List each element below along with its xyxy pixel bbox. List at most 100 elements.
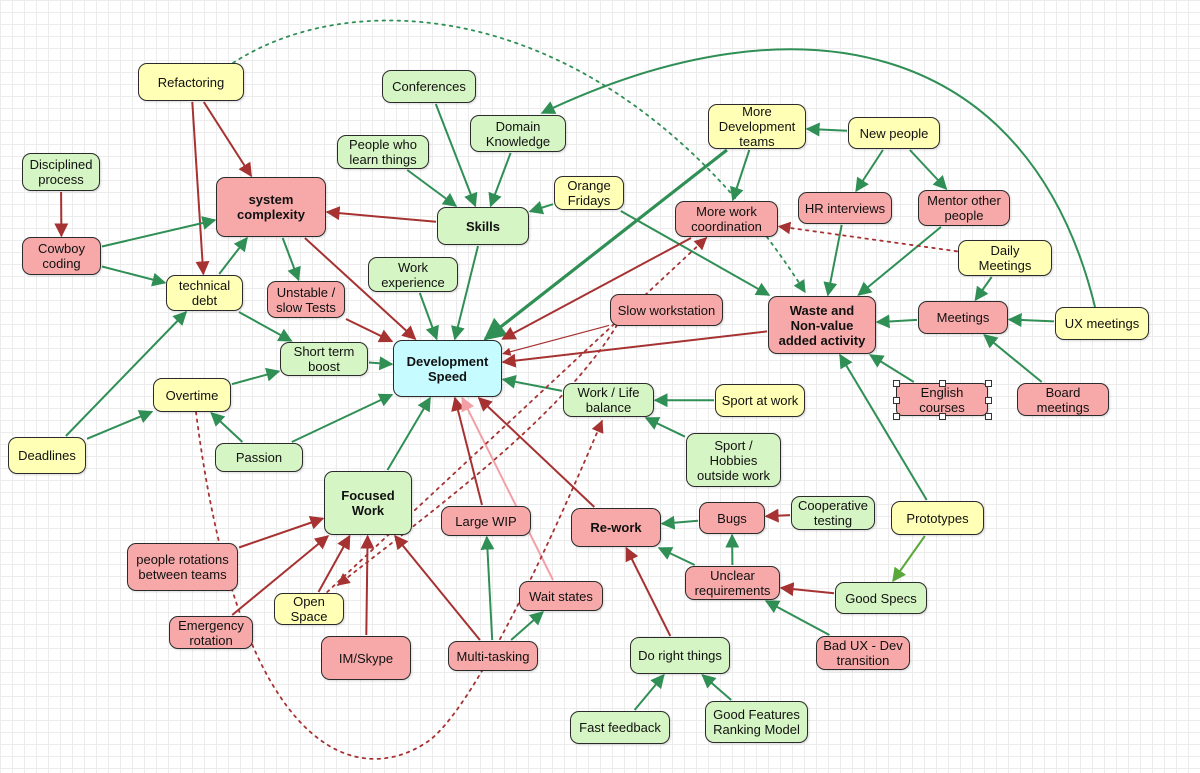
node-short-term[interactable]: Short term boost — [280, 342, 368, 376]
node-system-complexity[interactable]: system complexity — [216, 177, 326, 237]
node-sport-hobbies[interactable]: Sport / Hobbies outside work — [686, 433, 781, 487]
edge-im-skype-to-focused-work[interactable] — [360, 534, 375, 636]
edge-skills-to-dev-speed[interactable] — [451, 245, 479, 341]
edge-prototypes-to-waste[interactable] — [839, 353, 928, 501]
node-deadlines[interactable]: Deadlines — [8, 437, 86, 474]
node-english[interactable]: English courses — [896, 383, 988, 416]
edge-waste-to-dev-speed[interactable] — [501, 330, 768, 368]
node-good-specs[interactable]: Good Specs — [835, 582, 927, 614]
edge-meetings-to-waste[interactable] — [875, 314, 918, 329]
edge-unstable-tests-to-dev-speed[interactable] — [345, 318, 394, 343]
node-emergency[interactable]: Emergency rotation — [169, 616, 253, 649]
resize-handle[interactable] — [893, 413, 900, 420]
edge-wait-states-to-dev-speed[interactable] — [461, 396, 554, 581]
node-meetings[interactable]: Meetings — [918, 301, 1008, 334]
node-people-rotations[interactable]: people rotations between teams — [127, 543, 238, 591]
edge-more-teams-to-more-work-coord[interactable] — [730, 149, 751, 202]
edge-slow-workstation-to-emergency[interactable] — [337, 324, 618, 586]
node-unclear-req[interactable]: Unclear requirements — [685, 566, 780, 600]
edge-new-people-to-hr-interviews[interactable] — [855, 149, 884, 193]
edge-refactoring-to-technical-debt[interactable] — [191, 101, 210, 276]
node-technical-debt[interactable]: technical debt — [166, 275, 243, 311]
edge-multitasking-to-focused-work[interactable] — [394, 534, 481, 641]
node-good-features[interactable]: Good Features Ranking Model — [705, 701, 808, 743]
edge-multitasking-to-large-wip[interactable] — [480, 535, 495, 641]
edge-overtime-to-work-life[interactable] — [195, 411, 604, 760]
node-domain[interactable]: Domain Knowledge — [470, 115, 566, 152]
edge-new-people-to-more-teams[interactable] — [805, 122, 848, 137]
node-multitasking[interactable]: Multi-tasking — [448, 641, 538, 671]
node-prototypes[interactable]: Prototypes — [891, 501, 984, 535]
edge-open-space-to-focused-work[interactable] — [317, 534, 351, 593]
edge-overtime-to-short-term[interactable] — [231, 367, 281, 386]
edge-coop-testing-to-bugs[interactable] — [764, 508, 791, 523]
edge-sport-hobbies-to-work-life[interactable] — [644, 417, 686, 438]
edge-more-teams-to-dev-speed[interactable] — [483, 148, 728, 341]
resize-handle[interactable] — [893, 380, 900, 387]
node-open-space[interactable]: Open Space — [274, 593, 344, 625]
edge-orange-fridays-to-skills[interactable] — [528, 200, 554, 215]
edge-emergency-to-focused-work[interactable] — [231, 535, 330, 616]
resize-handle[interactable] — [939, 413, 946, 420]
edge-cowboy-to-system-complexity[interactable] — [101, 216, 217, 248]
node-orange-fridays[interactable]: Orange Fridays — [554, 176, 624, 210]
edge-new-people-to-mentor[interactable] — [909, 149, 948, 191]
edge-good-specs-to-unclear-req[interactable] — [779, 582, 835, 597]
node-passion[interactable]: Passion — [215, 443, 303, 472]
node-focused-work[interactable]: Focused Work — [324, 471, 412, 535]
edge-domain-to-skills[interactable] — [488, 152, 512, 208]
edge-multitasking-to-wait-states[interactable] — [510, 611, 544, 641]
resize-handle[interactable] — [985, 396, 992, 404]
node-slow-workstation[interactable]: Slow workstation — [610, 294, 723, 326]
node-sport-work[interactable]: Sport at work — [715, 384, 805, 417]
resize-handle[interactable] — [985, 413, 992, 420]
node-waste[interactable]: Waste and Non-value added activity — [768, 296, 876, 354]
resize-handle[interactable] — [893, 396, 900, 404]
edge-short-term-to-dev-speed[interactable] — [368, 356, 394, 371]
edge-people-learn-to-skills[interactable] — [406, 169, 458, 207]
node-more-work-coord[interactable]: More work coordination — [675, 201, 778, 237]
node-large-wip[interactable]: Large WIP — [441, 506, 531, 536]
edge-deadlines-to-technical-debt[interactable] — [65, 310, 188, 437]
node-more-teams[interactable]: More Development teams — [708, 104, 806, 149]
node-cowboy[interactable]: Cowboy coding — [22, 237, 101, 275]
node-wait-states[interactable]: Wait states — [519, 581, 603, 611]
edge-daily-meetings-to-more-work-coord[interactable] — [777, 221, 958, 253]
node-skills[interactable]: Skills — [437, 207, 529, 245]
edge-mentor-to-waste[interactable] — [857, 226, 942, 296]
node-coop-testing[interactable]: Cooperative testing — [791, 496, 875, 530]
node-hr-interviews[interactable]: HR interviews — [798, 192, 892, 224]
node-im-skype[interactable]: IM/Skype — [321, 636, 411, 680]
node-board-meetings[interactable]: Board meetings — [1017, 383, 1109, 416]
edge-slow-workstation-to-dev-speed[interactable] — [502, 324, 610, 356]
edge-good-features-to-do-right[interactable] — [701, 674, 732, 701]
edge-more-work-coord-to-dev-speed[interactable] — [501, 237, 692, 340]
node-refactoring[interactable]: Refactoring — [138, 63, 244, 101]
edge-conferences-to-skills[interactable] — [434, 103, 478, 208]
node-bugs[interactable]: Bugs — [699, 502, 765, 534]
edge-unclear-req-to-rework[interactable] — [657, 547, 696, 566]
node-daily-meetings[interactable]: Daily Meetings — [958, 240, 1052, 276]
edge-passion-to-dev-speed[interactable] — [291, 393, 394, 443]
edge-hr-interviews-to-waste[interactable] — [823, 224, 843, 297]
node-disciplined[interactable]: Disciplined process — [22, 153, 100, 191]
node-dev-speed[interactable]: Development Speed — [393, 340, 502, 397]
edge-ux-meetings-to-domain[interactable] — [540, 48, 1096, 308]
edge-technical-debt-to-system-complexity[interactable] — [218, 236, 248, 275]
node-mentor[interactable]: Mentor other people — [918, 190, 1010, 226]
edge-orange-fridays-to-waste[interactable] — [620, 210, 771, 296]
edge-system-complexity-to-unstable-tests[interactable] — [281, 237, 301, 282]
node-conferences[interactable]: Conferences — [382, 70, 476, 103]
edge-focused-work-to-dev-speed[interactable] — [386, 396, 431, 471]
edge-ux-meetings-to-meetings[interactable] — [1007, 313, 1055, 328]
edge-passion-to-overtime[interactable] — [210, 412, 244, 443]
edge-fast-feedback-to-do-right[interactable] — [633, 673, 665, 711]
edge-do-right-to-rework[interactable] — [625, 546, 672, 637]
edge-prototypes-to-good-specs[interactable] — [892, 535, 926, 583]
edge-daily-meetings-to-meetings[interactable] — [974, 276, 993, 302]
node-work-life[interactable]: Work / Life balance — [563, 383, 654, 417]
edge-cowboy-to-technical-debt[interactable] — [101, 265, 167, 287]
node-fast-feedback[interactable]: Fast feedback — [570, 711, 670, 744]
node-do-right[interactable]: Do right things — [630, 637, 730, 674]
node-work-experience[interactable]: Work experience — [368, 257, 458, 292]
